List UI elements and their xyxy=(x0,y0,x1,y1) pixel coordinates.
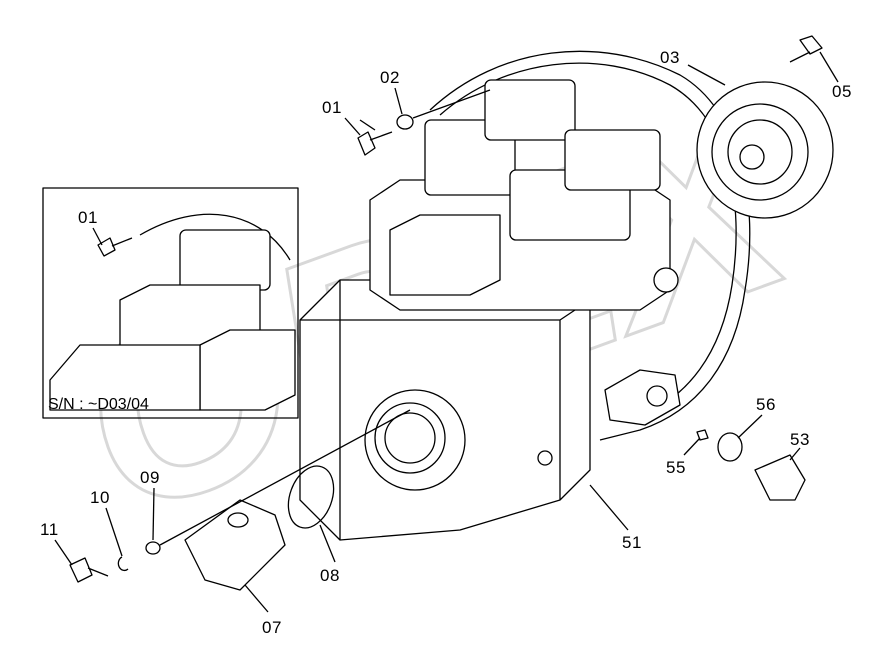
label-01: 01 xyxy=(322,98,342,117)
label-07: 07 xyxy=(262,618,282,637)
plug-53 xyxy=(754,454,806,501)
leader-lines xyxy=(54,51,839,613)
label-51: 51 xyxy=(622,533,642,552)
inset-frame xyxy=(42,187,299,419)
bolt-01 xyxy=(357,131,393,156)
bolt-55 xyxy=(696,429,709,441)
o-ring-56 xyxy=(717,432,743,462)
label-56: 56 xyxy=(756,395,776,414)
bolt-11 xyxy=(69,557,109,583)
o-ring-08 xyxy=(287,465,335,529)
inset-label-01: 01 xyxy=(78,208,98,227)
label-55: 55 xyxy=(666,458,686,477)
washer-02 xyxy=(396,114,414,130)
cover-plate xyxy=(696,81,834,219)
washer-09 xyxy=(145,541,161,555)
label-03: 03 xyxy=(660,48,680,67)
label-10: 10 xyxy=(90,488,110,507)
serial-note: S/N : ~D03/04 xyxy=(48,396,149,413)
plug-07 xyxy=(184,499,286,591)
label-08: 08 xyxy=(320,566,340,585)
label-09: 09 xyxy=(140,468,160,487)
bolt-05 xyxy=(789,35,823,63)
label-53: 53 xyxy=(790,430,810,449)
label-02: 02 xyxy=(380,68,400,87)
inset-drawing xyxy=(49,213,296,411)
label-11: 11 xyxy=(40,520,59,539)
label-05: 05 xyxy=(832,82,852,101)
snap-ring-10 xyxy=(117,556,129,572)
